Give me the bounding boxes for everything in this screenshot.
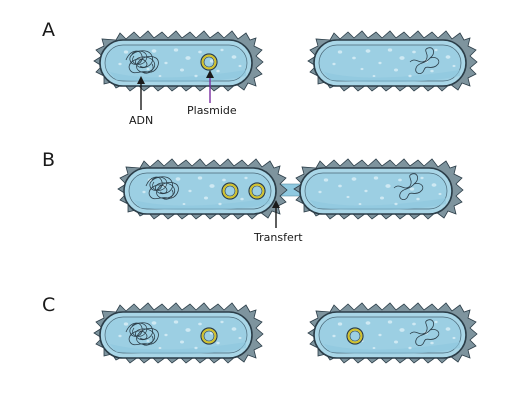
plasmid-label: Plasmide [187,104,237,117]
transfer-label: Transfert [253,231,303,244]
bacterium-donor-c [94,303,263,363]
plasmid-pointer-arrowhead [206,70,214,78]
panel-label-a: A [42,19,55,41]
transfer-pointer-arrowhead [272,200,280,208]
dna-label: ADN [129,114,153,127]
dna-pointer-arrowhead [137,76,145,84]
bacterium-recipient-b [294,159,463,219]
panel-label-c: C [42,294,55,316]
bacterium-recipient-c [308,303,477,363]
bacterium-donor-a [94,31,263,91]
bacterium-recipient-a [308,31,477,91]
panel-label-b: B [42,149,55,171]
